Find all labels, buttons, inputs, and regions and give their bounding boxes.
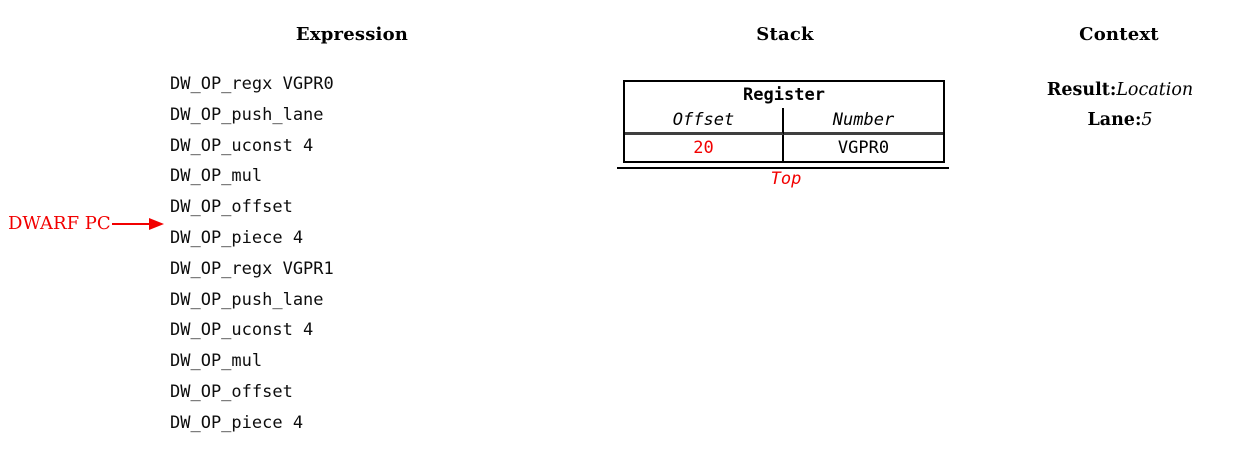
number-column-header: Number: [784, 108, 943, 135]
context-column-title: Context: [1079, 24, 1159, 45]
context-result-field: Result:Location: [990, 80, 1241, 100]
stack-register-table: Register Offset Number 20 VGPR0: [623, 80, 945, 163]
expression-op: DW_OP_push_lane: [170, 104, 324, 125]
number-value-cell: VGPR0: [837, 138, 890, 158]
expression-op: DW_OP_mul: [170, 351, 263, 372]
expression-op: DW_OP_regx VGPR0: [170, 74, 334, 94]
stack-column-title: Stack: [756, 24, 814, 45]
expression-op: DW_OP_offset: [170, 381, 293, 402]
stack-top-label: Top: [770, 169, 802, 189]
expression-op: DW_OP_uconst 4: [170, 135, 314, 156]
expression-op: DW_OP_push_lane: [170, 289, 324, 310]
expression-op-list: DW_OP_regx VGPR0 DW_OP_push_lane DW_OP_u…: [170, 69, 334, 439]
expression-op: DW_OP_piece 4: [170, 412, 304, 433]
offset-value-cell: 20: [625, 135, 784, 161]
arrow-head-icon: [148, 218, 164, 230]
register-header-cell: Register: [743, 85, 825, 105]
context-lane-label: Lane:: [1087, 110, 1142, 130]
arrow-right-icon: [111, 223, 149, 225]
stack-top-line: [617, 167, 949, 169]
expression-op: DW_OP_mul: [170, 166, 263, 187]
context-result-label: Result:: [1046, 80, 1117, 100]
dwarf-pc-pointer: DWARF PC: [8, 213, 164, 235]
expression-op: DW_OP_regx VGPR1: [170, 258, 334, 279]
context-lane-field: Lane:5: [990, 110, 1241, 130]
context-result-value: Location: [1116, 80, 1194, 100]
expression-column-title: Expression: [295, 24, 409, 45]
dwarf-pc-label: DWARF PC: [8, 213, 111, 234]
expression-op: DW_OP_uconst 4: [170, 320, 314, 341]
expression-op: DW_OP_piece 4: [170, 227, 304, 248]
context-lane-value: 5: [1141, 110, 1153, 130]
expression-op: DW_OP_offset: [170, 197, 293, 218]
offset-column-header: Offset: [625, 108, 784, 135]
